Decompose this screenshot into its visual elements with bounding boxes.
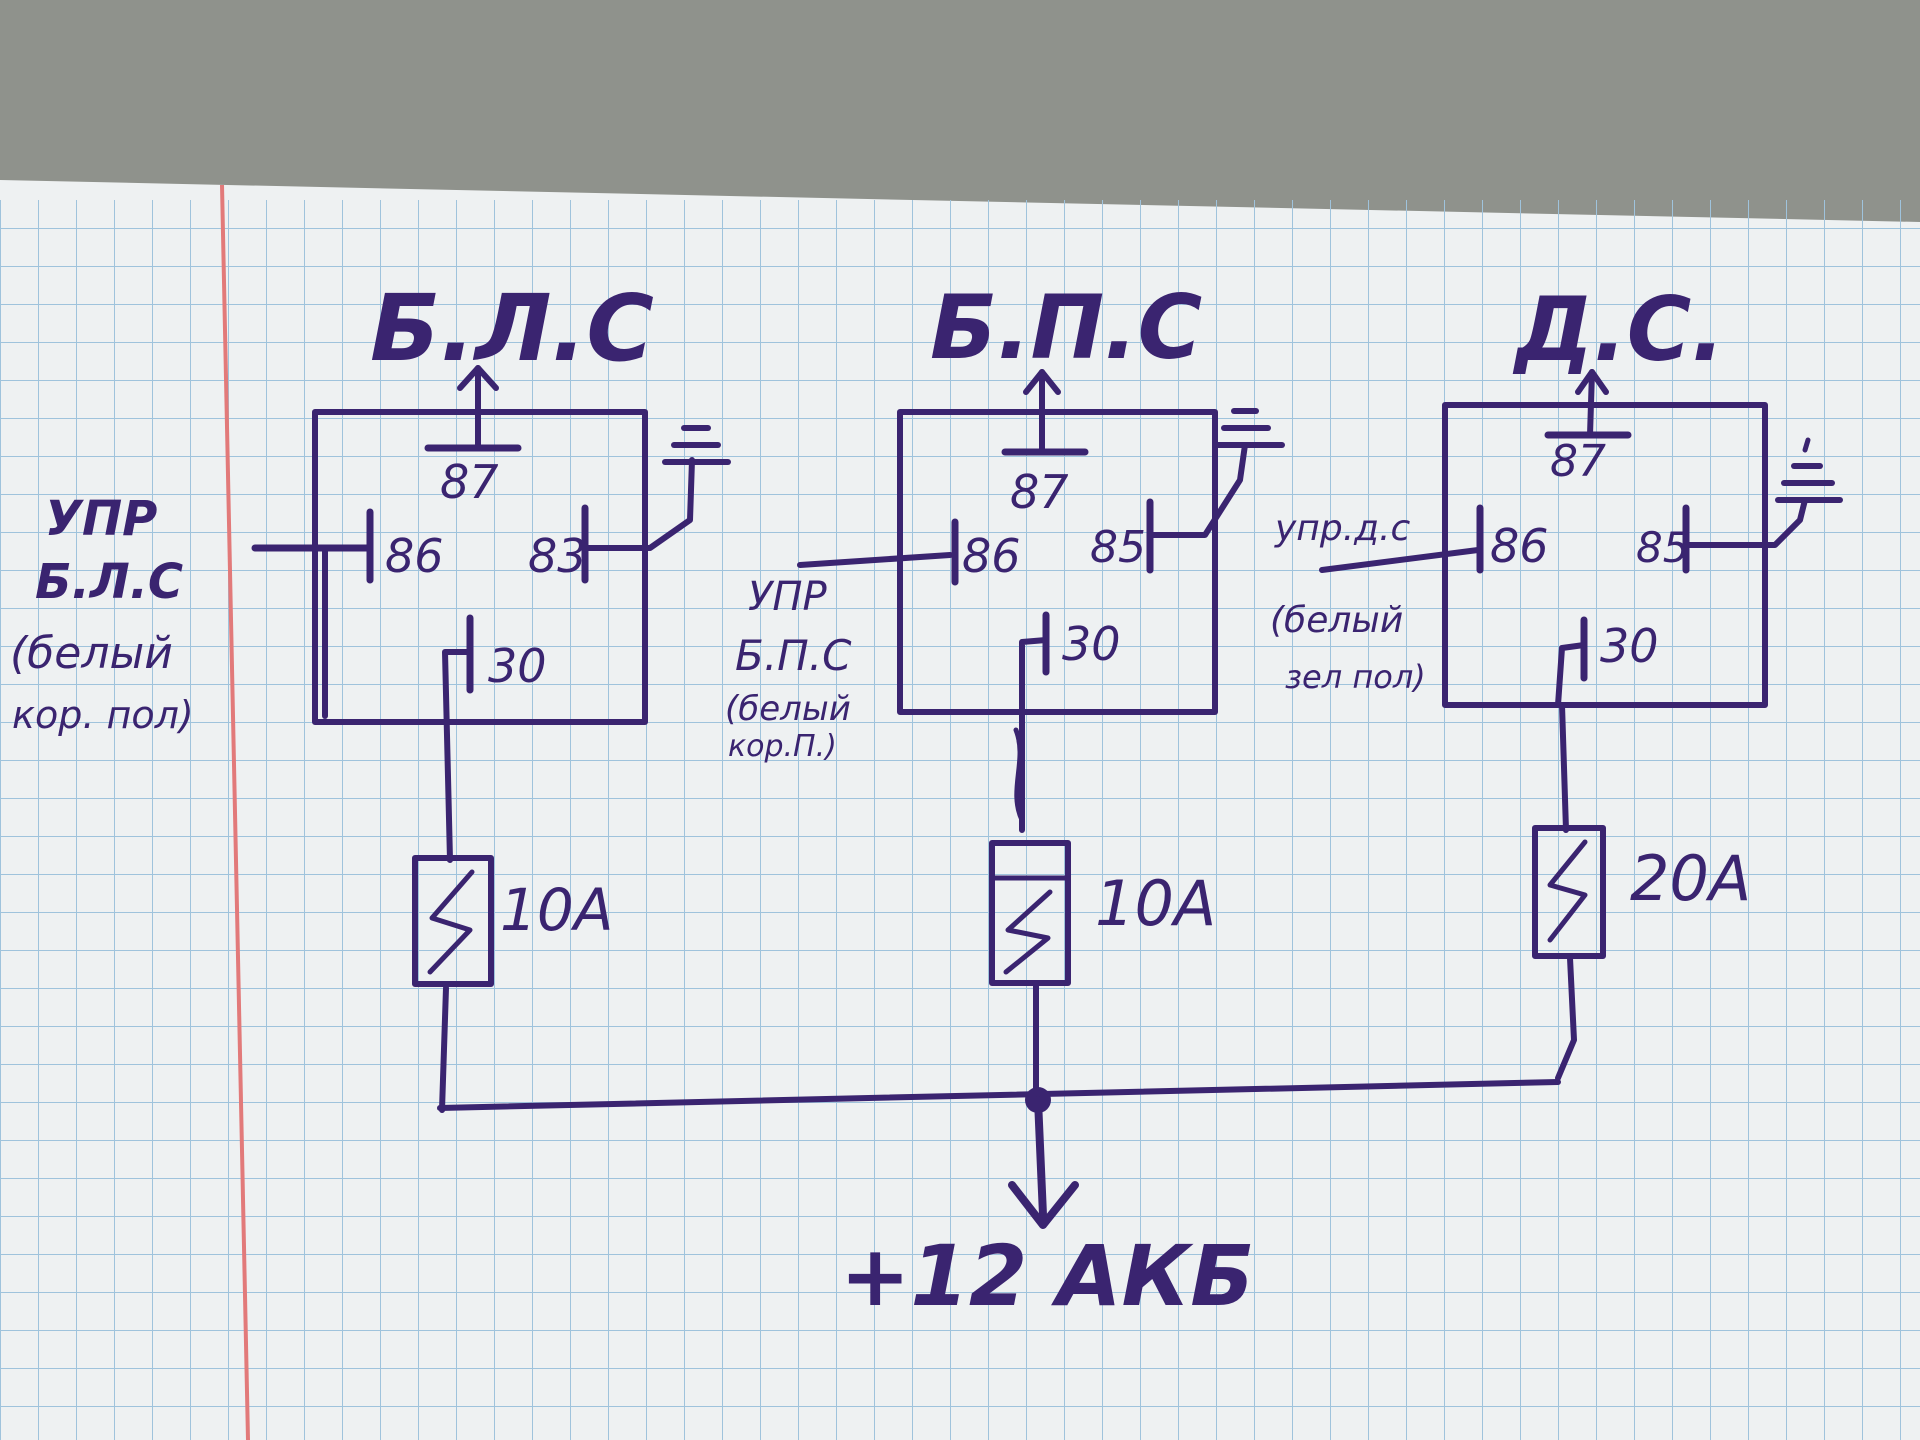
ground-icon bbox=[1212, 408, 1285, 448]
relay-1-control-line-1: УПР bbox=[45, 491, 157, 547]
relay-3-fuse-rating: 20А bbox=[1630, 842, 1751, 915]
ground-icon bbox=[662, 425, 731, 465]
fuse-icon bbox=[412, 855, 494, 987]
relay-1-pin-30: 30 bbox=[488, 639, 547, 693]
relay-3: Д.С. 87 86 85 30 упр.д.с (белый зел пол) bbox=[1270, 278, 1843, 1081]
supply-label: +12 АКБ bbox=[840, 1227, 1254, 1325]
margin-line bbox=[220, 184, 250, 1440]
relay-1-pin-86: 86 bbox=[385, 529, 444, 583]
relay-2-box bbox=[897, 409, 1218, 715]
relay-3-control-line-3: зел пол) bbox=[1285, 658, 1426, 696]
relay-1-control-line-2: Б.Л.С bbox=[35, 554, 183, 610]
relay-2: Б.П.С 87 86 85 30 УПР Б.П.С (белый кор.П… bbox=[725, 276, 1285, 1101]
fuse-icon bbox=[989, 840, 1071, 986]
relay-1-pin-85: 83 bbox=[528, 529, 587, 583]
relay-1-control-line-4: кор. пол) bbox=[12, 693, 194, 737]
relay-2-pin-86: 86 bbox=[962, 529, 1021, 583]
supply-bus: +12 АКБ bbox=[437, 1079, 1561, 1325]
relay-1: Б.Л.С 87 86 83 30 УПР Б.Л.С (белый кор. … bbox=[10, 275, 731, 1113]
relay-3-control-line-1: упр.д.с bbox=[1274, 508, 1410, 549]
relay-2-control-line-4: кор.П.) bbox=[728, 729, 837, 764]
relay-2-control-line-1: УПР bbox=[748, 574, 827, 620]
relay-1-pin-87: 87 bbox=[440, 455, 499, 509]
relay-3-control-line-2: (белый bbox=[1270, 600, 1403, 641]
relay-1-title: Б.Л.С bbox=[370, 275, 654, 382]
relay-3-pin-87: 87 bbox=[1550, 436, 1606, 487]
relay-2-control-line-2: Б.П.С bbox=[735, 631, 852, 680]
relay-3-pin-30: 30 bbox=[1600, 619, 1659, 673]
relay-1-fuse-rating: 10А bbox=[500, 876, 613, 944]
relay-2-control-line-3: (белый bbox=[725, 689, 851, 729]
output-arrow-icon bbox=[1023, 369, 1061, 455]
relay-3-pin-85: 85 bbox=[1636, 523, 1689, 572]
relay-1-control-line-3: (белый bbox=[10, 628, 173, 679]
supply-arrow-icon bbox=[1008, 1181, 1079, 1229]
relay-2-pin-87: 87 bbox=[1010, 465, 1069, 519]
relay-3-pin-86: 86 bbox=[1490, 519, 1549, 573]
relay-2-pin-30: 30 bbox=[1062, 617, 1121, 671]
relay-2-pin-85: 85 bbox=[1090, 522, 1146, 573]
relay-2-title: Б.П.С bbox=[930, 276, 1202, 379]
ground-icon bbox=[1775, 437, 1843, 503]
output-arrow-icon bbox=[1575, 369, 1609, 438]
relay-2-fuse-rating: 10А bbox=[1095, 867, 1216, 940]
output-arrow-icon bbox=[457, 365, 499, 451]
relay-3-title: Д.С. bbox=[1512, 278, 1725, 381]
